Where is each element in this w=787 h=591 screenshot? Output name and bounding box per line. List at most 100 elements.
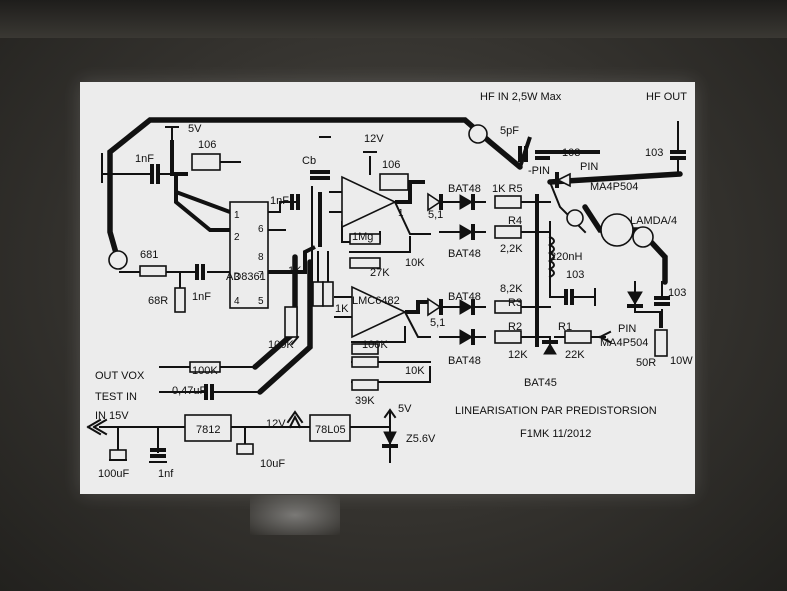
label-r-r1: R1	[558, 321, 572, 333]
cap-1nf-left	[150, 164, 160, 184]
label-pin-top: PIN	[580, 161, 598, 173]
label-z-51-bot: 5,1	[430, 317, 445, 329]
cap-047uf	[204, 384, 214, 400]
reg-7812-body	[184, 414, 232, 442]
wire-op1-in	[329, 191, 343, 213]
diode-bat48-4	[459, 329, 475, 345]
schematic-diagram: HF IN 2,5W Max HF OUT PIN -PIN MA4P504 L…	[86, 91, 693, 480]
cap-106-mid	[379, 173, 409, 191]
components	[86, 124, 686, 463]
wire-op1-27k	[349, 236, 411, 253]
ceiling-shadow	[0, 0, 787, 38]
coax-jack-hf-in	[468, 124, 488, 144]
label-r-1k-r5: 1K R5	[492, 183, 523, 195]
res-1k-b	[322, 281, 334, 307]
label-c-10uf: 10uF	[260, 458, 285, 470]
light-reflection	[250, 495, 340, 535]
label-r-22k-r1: 22K	[565, 349, 585, 361]
inductor-220nh	[547, 235, 555, 279]
label-pin5: 5	[258, 296, 264, 307]
wire-1k-pair	[317, 251, 329, 283]
res-27k	[349, 257, 381, 269]
res-100k-vox	[189, 361, 221, 373]
label-r-100k-vox: 100K	[192, 365, 218, 377]
wire-op2-out	[405, 300, 430, 314]
arrow-5v-mid	[383, 408, 397, 428]
cap-100uf	[109, 449, 127, 461]
res-681	[139, 265, 167, 277]
vcc-12v-top	[363, 151, 377, 175]
cap-103-right	[654, 296, 670, 306]
res-100k-op2	[351, 343, 379, 355]
label-d-bat45: BAT45	[524, 377, 557, 389]
label-r-50r: 50R	[636, 357, 656, 369]
label-in-15v: IN 15V	[95, 410, 129, 422]
cap-103-out	[670, 150, 686, 160]
label-z-51-top: 5,1	[428, 209, 443, 221]
label-r-1k: 1K	[288, 265, 302, 277]
label-op-out1: 1	[398, 208, 404, 219]
coax-jack-lamda	[632, 226, 654, 248]
diagram-title: LINEARISATION PAR PREDISTORSION	[455, 405, 657, 417]
wire-ad-out	[268, 245, 316, 274]
diode-pin-bottom	[627, 291, 643, 308]
lamda-coil	[600, 213, 634, 247]
label-pin4: 4	[234, 296, 240, 307]
label-l-220nh: 220nH	[550, 251, 582, 263]
label-c-1nf-left: 1nF	[135, 153, 154, 165]
cap-10uf	[236, 443, 254, 455]
res-39k	[351, 379, 379, 391]
label-5v-mid: 5V	[398, 403, 412, 415]
res-68r	[174, 287, 186, 313]
cap-5pf	[518, 146, 528, 162]
label-ic-lmc6482: LMC6482	[352, 295, 400, 307]
wire-op2-in	[334, 296, 353, 318]
label-ic-ad8361: AD8361	[226, 271, 266, 283]
label-r-1mg: 1Mg	[352, 231, 373, 243]
label-r-10w: 10W	[670, 355, 693, 367]
cap-1nf-in	[195, 264, 205, 280]
pot-100k	[284, 306, 298, 338]
label-pin6: 6	[258, 224, 264, 235]
diode-pin-top	[555, 172, 571, 188]
label-u-7812: 7812	[196, 424, 220, 436]
label-z-56v: Z5.6V	[406, 433, 436, 445]
wire-bat48-ladder	[439, 201, 486, 338]
coax-jack-left	[108, 250, 128, 270]
label-r-27k: 27K	[370, 267, 390, 279]
res-r4	[494, 225, 522, 239]
cap-1nf-reg	[150, 448, 166, 458]
label-c-103-right: 103	[668, 287, 686, 299]
label-r-681: 681	[140, 249, 158, 261]
label-12v-top: 12V	[364, 133, 384, 145]
label-lamda: LAMDA/4	[630, 215, 677, 227]
res-r3	[494, 300, 522, 314]
label-d-bat48-3: BAT48	[448, 291, 481, 303]
diagram-author: F1MK 11/2012	[520, 428, 591, 440]
label-r-1k-2: 1K	[335, 303, 349, 315]
label-c-1nf-reg: 1nf	[158, 468, 174, 480]
label-c-5pf: 5pF	[500, 125, 519, 137]
label-d-bat48-1: BAT48	[448, 183, 481, 195]
label-c-100uf: 100uF	[98, 468, 129, 480]
label-pin3: 3	[234, 272, 240, 283]
label-c-106-mid: 106	[382, 159, 400, 171]
label-c-103-mid: 103	[566, 269, 584, 281]
label-r-82k: 8,2K	[500, 283, 523, 295]
res-10k-bot	[351, 356, 379, 368]
opamp-2	[351, 285, 407, 339]
wire-op1-out	[395, 180, 425, 204]
cap-106-left	[191, 153, 221, 171]
label-out-vox: OUT VOX	[95, 370, 145, 382]
label-pin8: 8	[258, 252, 264, 263]
cap-103-mid	[564, 289, 574, 305]
label-u-78l05: 78L05	[315, 424, 346, 436]
label-r-r4: R4	[508, 215, 522, 227]
label-hf-in: HF IN 2,5W Max	[480, 91, 562, 103]
label-12v-mid: 12V	[266, 418, 286, 430]
label-c-103-out: 103	[645, 147, 663, 159]
wire-hf-loop	[107, 117, 523, 270]
wire-op2-100k	[351, 326, 406, 343]
label-d-bat48-2: BAT48	[448, 248, 481, 260]
label-hf-out: HF OUT	[646, 91, 687, 103]
